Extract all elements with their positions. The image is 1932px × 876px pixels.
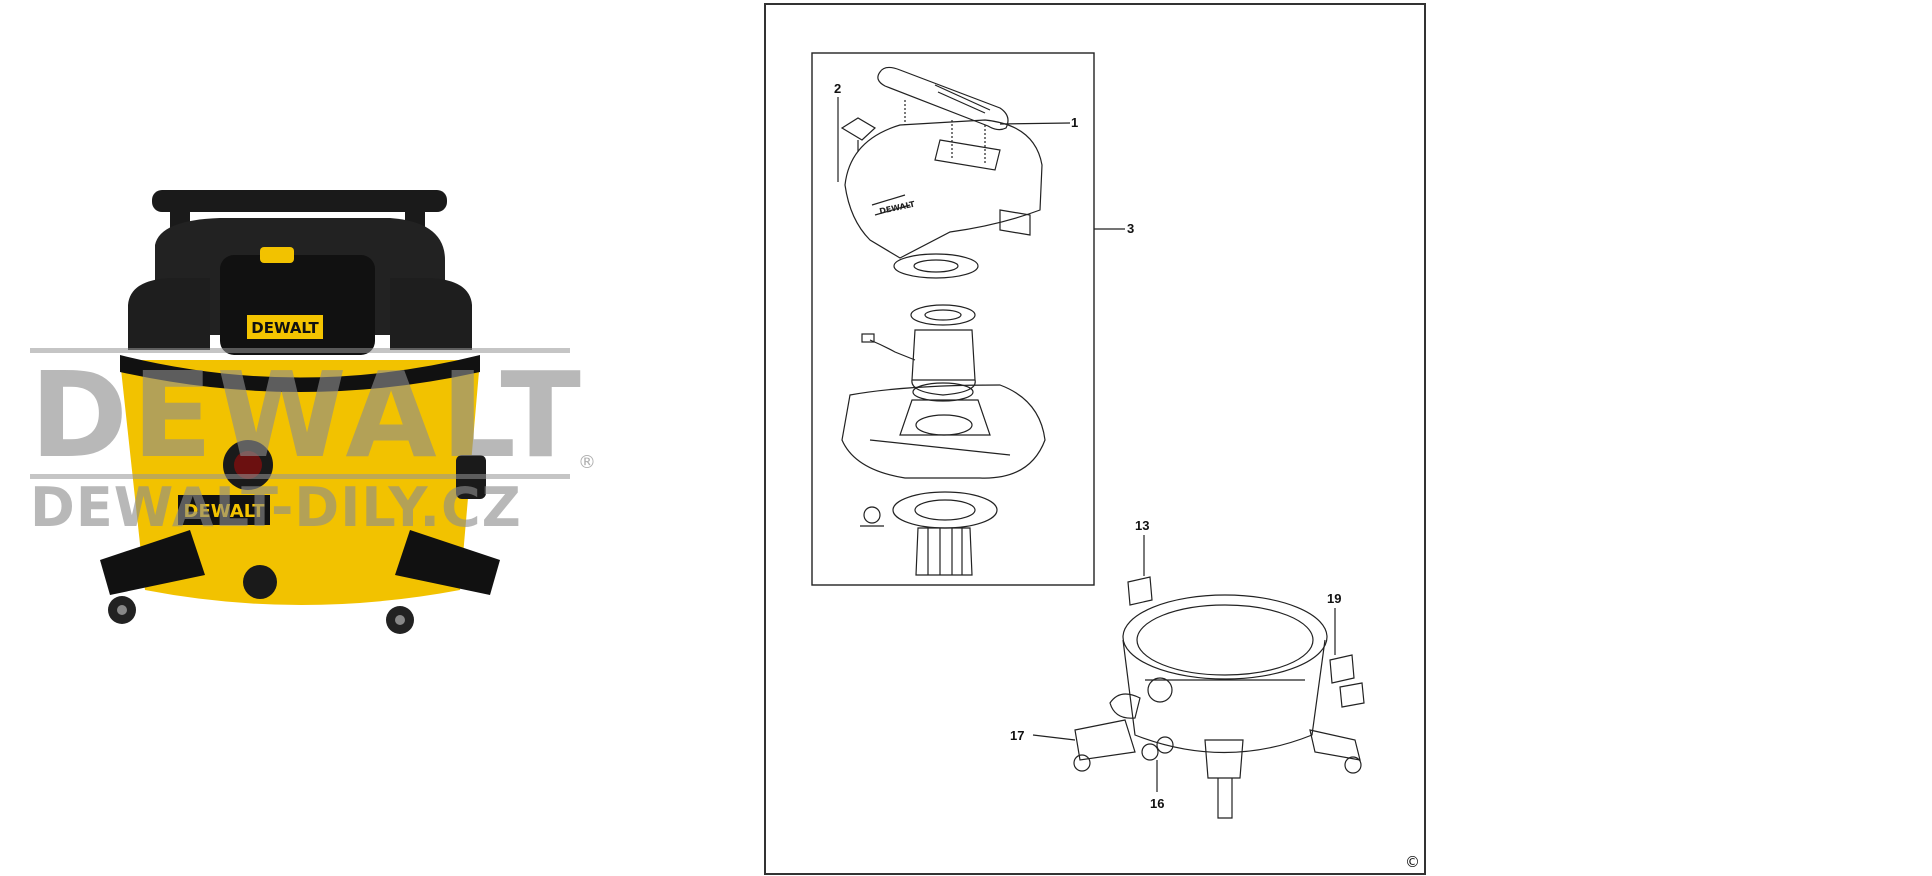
drain-plug xyxy=(243,565,277,599)
motor-cover-part xyxy=(844,119,1043,259)
cage-housing-part xyxy=(841,384,1046,479)
callout-17: 17 xyxy=(1010,728,1024,743)
callout-3: 3 xyxy=(1127,221,1134,236)
caster-foot-part xyxy=(1074,719,1136,761)
motor-gasket-part xyxy=(893,253,979,279)
parts-diagram-frame xyxy=(764,3,1426,875)
clip-part xyxy=(1329,654,1355,684)
power-switch xyxy=(260,247,294,263)
lid-brand-logo: DEWALT xyxy=(879,200,917,216)
float-cage-part xyxy=(915,527,973,576)
motor-part xyxy=(911,329,976,381)
drain-plug-part xyxy=(1141,743,1159,761)
callout-16: 16 xyxy=(1150,796,1164,811)
drum-rim-part xyxy=(1122,594,1328,680)
callout-2: 2 xyxy=(834,81,841,96)
head-brand-logo: DEWALT xyxy=(251,319,319,337)
callout-19: 19 xyxy=(1327,591,1341,606)
handle-part xyxy=(877,66,1009,131)
drum-brand-logo: DEWALT xyxy=(184,501,266,522)
power-cord-part xyxy=(869,339,916,361)
callout-1: 1 xyxy=(1071,115,1078,130)
callout-13: 13 xyxy=(1135,518,1149,533)
vac-handle xyxy=(152,190,447,212)
powerhead-assembly-box xyxy=(811,52,1095,586)
latch-part xyxy=(1127,576,1153,606)
switch-part xyxy=(840,117,877,141)
vac-drum xyxy=(120,360,480,605)
copyright-mark: © xyxy=(1405,853,1420,871)
product-photo-wet-dry-vac: DEWALT DEWALT xyxy=(100,190,500,634)
drum-body-part xyxy=(1122,639,1326,754)
